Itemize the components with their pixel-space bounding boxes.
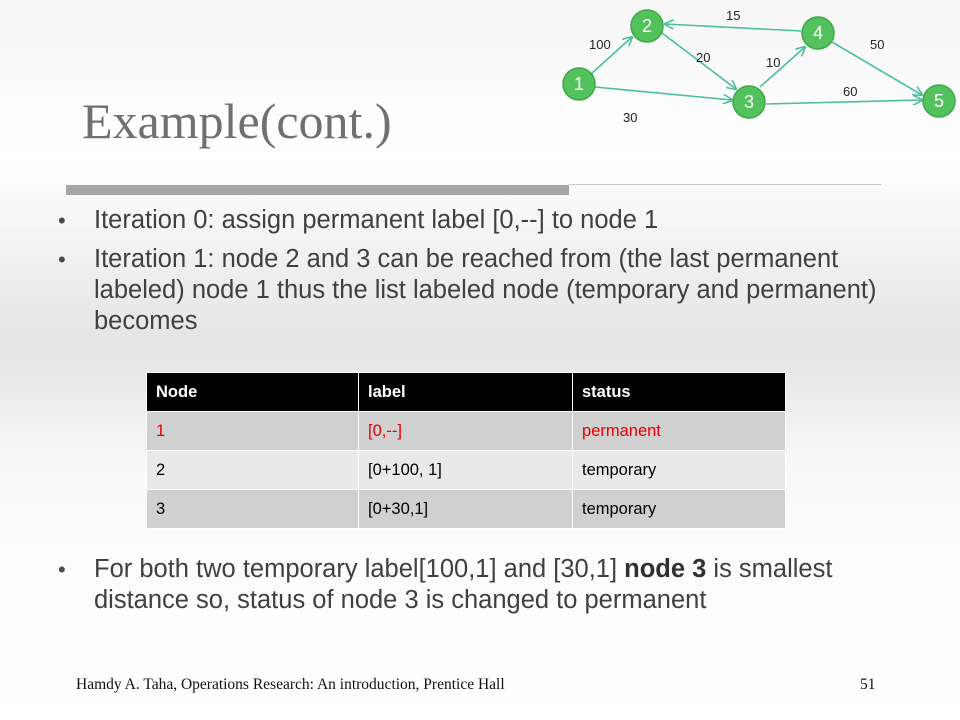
node-5: 5 [922,84,956,118]
cell-label: [0+100, 1] [358,450,573,490]
node-5-label: 5 [934,91,944,111]
bullet-text: Iteration 1: node 2 and 3 can be reached… [94,245,877,335]
node-1-label: 1 [574,74,584,94]
edge-label-4-2: 15 [726,8,740,23]
cell-label: [0+30,1] [358,489,573,529]
network-graph: 100 30 20 15 10 50 60 1 2 3 4 5 [562,8,956,125]
edge-4-2 [665,24,802,32]
edge-label-3-4: 10 [766,55,780,70]
header-node: Node [146,372,359,412]
bullet-item: • For both two temporary label[100,1] an… [58,554,908,616]
table-row: 2 [0+100, 1] temporary [146,450,786,490]
cell-status: temporary [572,450,786,490]
node-1: 1 [562,67,596,101]
node-2: 2 [630,9,664,43]
header-label: label [358,372,573,412]
page-number: 51 [860,676,876,693]
bullet-item: • Iteration 0: assign permanent label [0… [58,205,908,236]
label-table: Node label status 1 [0,--] permanent 2 [… [146,372,786,529]
node-3-label: 3 [744,92,754,112]
table-header-row: Node label status [146,372,786,412]
edge-label-1-3: 30 [623,110,637,125]
bullet-dot: • [58,247,66,272]
node-2-label: 2 [642,16,652,36]
edge-label-1-2: 100 [589,37,611,52]
conclusion-text-part1: For both two temporary label[100,1] and … [94,555,625,583]
bullet-dot: • [58,557,66,582]
edge-1-2 [590,37,632,75]
table-row: 1 [0,--] permanent [146,411,786,451]
conclusion-bullet-list: • For both two temporary label[100,1] an… [58,554,908,616]
edge-label-3-5: 60 [843,84,857,99]
bullet-item: • Iteration 1: node 2 and 3 can be reach… [58,244,908,337]
cell-label: [0,--] [358,411,573,451]
edge-1-3 [594,86,732,100]
node-4: 4 [801,16,835,50]
table-row: 3 [0+30,1] temporary [146,489,786,529]
conclusion-bold: node 3 [624,555,707,583]
cell-status: temporary [572,489,786,529]
conclusion-text-part2: is smallest distance so, status of node … [94,555,833,614]
bullet-dot: • [58,208,66,233]
title-underline-line [569,184,881,185]
edge-4-5 [831,41,922,95]
cell-node: 2 [146,450,359,490]
edge-3-5 [765,100,922,104]
cell-status: permanent [572,411,786,451]
edge-label-4-5: 50 [870,37,884,52]
title-underline-bar [66,185,569,195]
cell-node: 1 [146,411,359,451]
bullet-text: Iteration 0: assign permanent label [0,-… [94,206,659,234]
slide-title: Example(cont.) [82,93,392,149]
node-3: 3 [732,85,766,119]
edge-3-4 [759,47,805,88]
edge-label-2-3: 20 [696,50,710,65]
node-4-label: 4 [813,23,823,43]
edge-2-3 [661,32,736,89]
bullet-list: • Iteration 0: assign permanent label [0… [58,205,908,345]
cell-node: 3 [146,489,359,529]
header-status: status [572,372,786,412]
footer-citation: Hamdy A. Taha, Operations Research: An i… [76,676,505,693]
